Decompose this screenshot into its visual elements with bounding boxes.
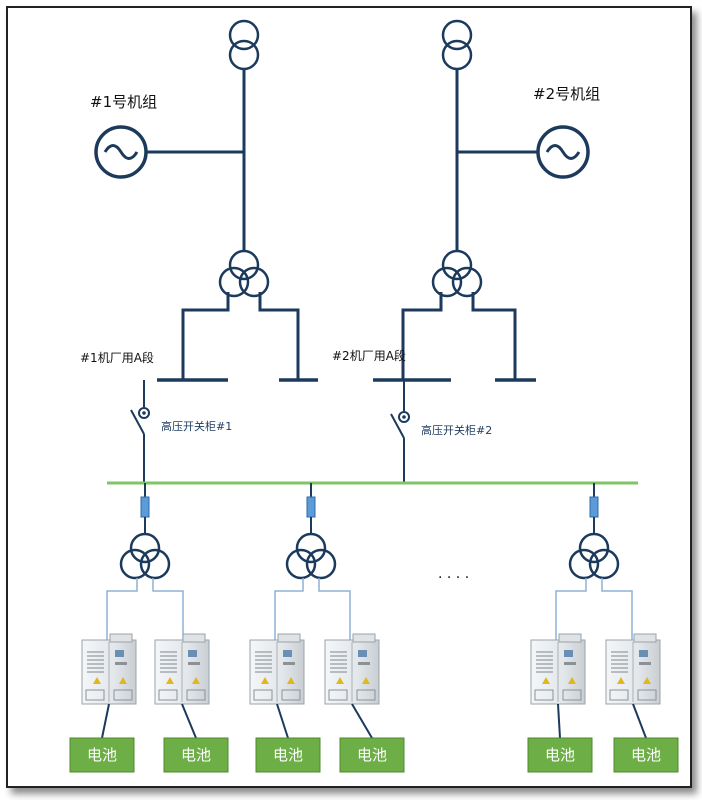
battery-label: 电池 — [87, 746, 117, 764]
breaker-icon — [130, 407, 150, 435]
unit-2: #2号机组 #2机厂用A段 高压开关柜#2 — [332, 19, 600, 483]
generator-label: #2号机组 — [533, 85, 600, 103]
storage-branch: 电池 电池 — [249, 483, 405, 773]
transformer-icon — [285, 532, 337, 580]
battery: 电池 — [527, 737, 593, 773]
battery-label: 电池 — [181, 746, 211, 764]
breaker-icon — [589, 496, 599, 518]
bus-label: #2机厂用A段 — [332, 348, 406, 363]
battery: 电池 — [255, 737, 321, 773]
battery: 电池 — [339, 737, 405, 773]
storage-branches: 电池 电池 电池 电池 电池 电池 — [69, 483, 679, 773]
generator-icon — [536, 125, 590, 179]
pcs-cabinet-icon — [530, 633, 586, 705]
battery: 电池 — [613, 737, 679, 773]
main-transformer-icon — [228, 19, 260, 71]
transformer-icon — [568, 532, 620, 580]
pcs-cabinet-icon — [81, 633, 137, 705]
battery: 电池 — [69, 737, 135, 773]
transformer-icon — [119, 532, 171, 580]
battery-label: 电池 — [273, 746, 303, 764]
switchgear-label: 高压开关柜#2 — [421, 423, 492, 437]
battery: 电池 — [163, 737, 229, 773]
battery-label: 电池 — [631, 746, 661, 764]
breaker-icon — [390, 411, 410, 439]
generator-icon — [94, 125, 148, 179]
breaker-icon — [140, 496, 150, 518]
storage-branch: 电池 电池 — [69, 483, 229, 773]
bus-label: #1机厂用A段 — [80, 350, 154, 365]
generator-label: #1号机组 — [90, 93, 157, 111]
station-transformer-icon — [431, 249, 483, 298]
pcs-cabinet-icon — [249, 633, 305, 705]
pcs-cabinet-icon — [324, 633, 380, 705]
pcs-cabinet-icon — [154, 633, 210, 705]
switchgear-label: 高压开关柜#1 — [161, 419, 232, 433]
station-transformer-icon — [218, 249, 270, 298]
unit-1: #1号机组 #1机厂用A段 高压开关柜#1 — [80, 19, 318, 483]
breaker-icon — [306, 496, 316, 518]
ellipsis: · · · · — [438, 570, 469, 586]
storage-branch: 电池 电池 — [527, 483, 679, 773]
main-transformer-icon — [441, 19, 473, 71]
pcs-cabinet-icon — [605, 633, 661, 705]
battery-label: 电池 — [357, 746, 387, 764]
battery-label: 电池 — [545, 746, 575, 764]
